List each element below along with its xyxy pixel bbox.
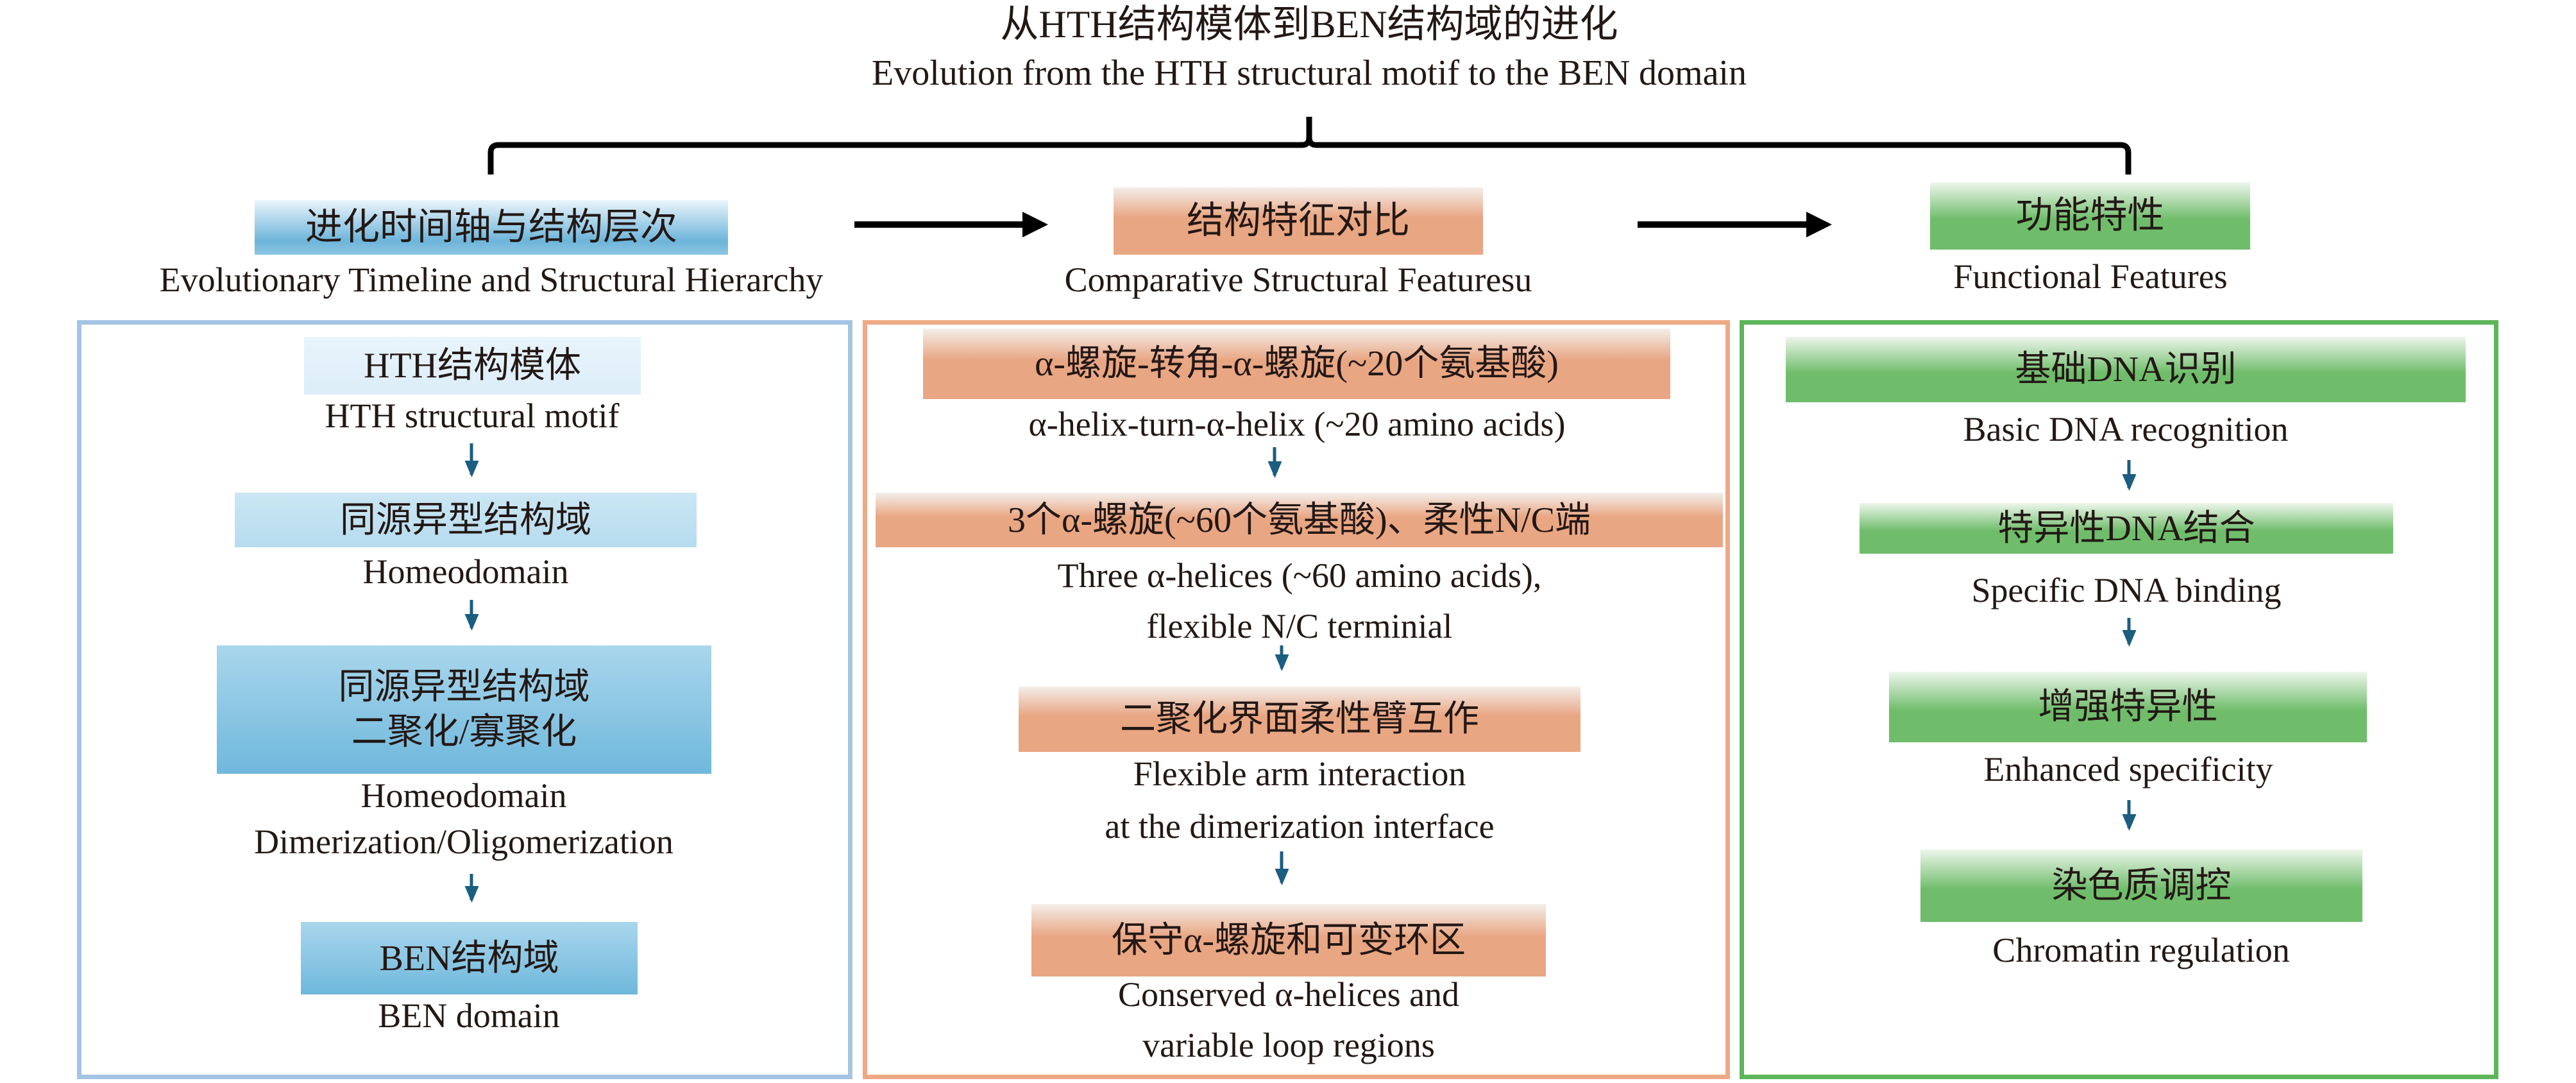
step-box: 增强特异性 [1889,672,2367,742]
step-box: α-螺旋-转角-α-螺旋(~20个氨基酸) [923,328,1670,399]
step-label-en: Homeodomain [360,776,567,815]
step-label-zh: 3个α-螺旋(~60个氨基酸)、柔性N/C端 [1008,500,1591,540]
header-zh: 功能特性 [2015,194,2165,237]
arrow-down-icon [470,443,473,475]
step-label-en: Specific DNA binding [1971,571,2282,610]
header-zh: 进化时间轴与结构层次 [305,206,677,248]
step-box: 同源异型结构域 [235,493,697,547]
step-label-en: Homeodomain [362,552,569,591]
step-label-en: Flexible arm interaction [1133,755,1466,793]
header-function: 功能特性 [1930,182,2250,250]
step-label-en: at the dimerization interface [1105,807,1495,846]
panel-structure [863,320,1730,1079]
step-box: 保守α-螺旋和可变环区 [1031,904,1546,976]
step-label-zh: 保守α-螺旋和可变环区 [1112,920,1466,960]
title-en: Evolution from the HTH structural motif … [872,53,1747,93]
header-en: Evolutionary Timeline and Structural Hie… [159,260,824,299]
step-label-zh: 特异性DNA结合 [1997,508,2255,549]
header-en: Comparative Structural Featuresu [1064,260,1532,299]
top-bracket [487,117,2131,175]
step-label-zh: α-螺旋-转角-α-螺旋(~20个氨基酸) [1035,344,1559,384]
step-label-zh: 同源异型结构域 [340,500,591,540]
step-label-en: flexible N/C terminial [1146,607,1453,645]
arrow-down-icon [470,600,473,628]
step-label-en: HTH structural motif [325,397,620,435]
step-box: HTH结构模体 [304,337,641,395]
step-label-zh: 增强特异性 [2038,687,2218,727]
header-evolution: 进化时间轴与结构层次 [255,200,728,255]
step-box: 基础DNA识别 [1786,337,2466,402]
step-box: 特异性DNA结合 [1860,503,2393,554]
header-structure: 结构特征对比 [1114,187,1483,255]
arrow-down-icon [470,874,473,900]
step-label-en: Conserved α-helices and [1117,975,1460,1014]
step-box: 二聚化界面柔性臂互作 [1019,686,1580,752]
step-label-en: Chromatin regulation [1992,931,2290,969]
step-box: 3个α-螺旋(~60个氨基酸)、柔性N/C端 [876,493,1723,547]
header-zh: 结构特征对比 [1186,200,1410,242]
step-label-zh: 二聚化/寡聚化 [351,712,577,752]
arrow-down-icon [2127,618,2131,644]
arrow-down-icon [2127,800,2131,828]
arrow-down-icon [1273,447,1276,475]
step-label-zh: HTH结构模体 [363,346,582,386]
step-label-en: BEN domain [378,996,560,1035]
arrow-down-icon [2127,460,2131,488]
step-box: 染色质调控 [1920,849,2362,922]
step-box: 同源异型结构域二聚化/寡聚化 [217,645,711,774]
arrow-right-icon [1638,221,1813,228]
header-en: Functional Features [1953,257,2228,296]
step-label-zh: 染色质调控 [2051,866,2232,906]
arrow-down-icon [1280,851,1284,883]
arrow-down-icon [1280,645,1284,669]
step-label-en: Three α-helices (~60 amino acids), [1057,556,1542,595]
step-label-zh: BEN结构域 [379,938,559,978]
step-label-en: variable loop regions [1142,1026,1435,1064]
arrow-right-icon [854,221,1029,228]
step-label-en: α-helix-turn-α-helix (~20 amino acids) [1028,405,1566,443]
step-label-zh: 同源异型结构域 [338,667,590,707]
step-label-en: Dimerization/Oligomerization [254,823,674,861]
panel-function [1740,320,2498,1079]
step-label-zh: 基础DNA识别 [2015,350,2237,389]
step-label-zh: 二聚化界面柔性臂互作 [1120,699,1479,739]
step-label-en: Basic DNA recognition [1963,410,2289,448]
step-label-en: Enhanced specificity [1983,750,2273,789]
title-zh: 从HTH结构模体到BEN结构域的进化 [1000,3,1618,46]
panel-evolution [77,320,852,1079]
step-box: BEN结构域 [301,922,638,994]
